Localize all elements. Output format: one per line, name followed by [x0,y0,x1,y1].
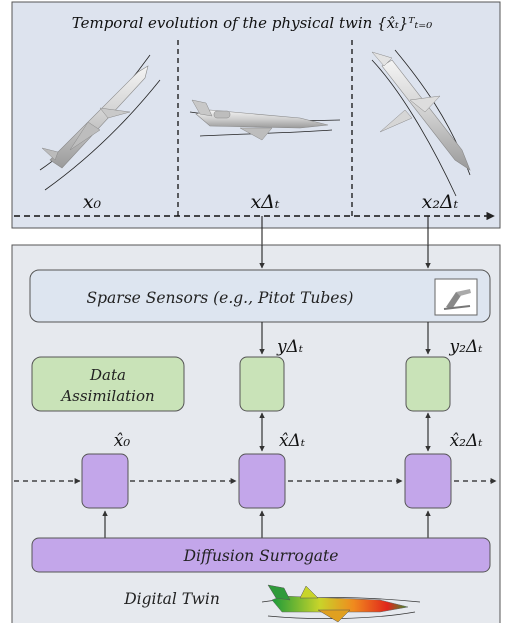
frame-1-label: xΔₜ [250,191,279,213]
aircraft-frame-1-icon [189,99,341,141]
physical-twin-title: Temporal evolution of the physical twin … [72,14,432,32]
data-assimilation-label-line1: Data [89,366,126,384]
diffusion-surrogate-box [31,537,491,573]
state-box-2 [404,453,452,509]
state-box-1 [238,453,286,509]
aircraft-frame-2-icon [371,49,471,197]
digital-twin-label: Digital Twin [123,590,220,608]
observation-box-2 [405,356,451,412]
frame-2-label: x₂Δₜ [422,191,459,213]
observation-label-2: y₂Δₜ [449,337,484,357]
estimate-label-0: x̂₀ [114,431,131,451]
sparse-sensors-label: Sparse Sensors (e.g., Pitot Tubes) [87,289,354,307]
aircraft-frame-0-icon [39,54,161,191]
observation-box-1 [239,356,285,412]
sparse-sensors-box [29,269,491,323]
estimate-label-2: x̂₂Δₜ [450,431,484,451]
estimate-label-1: x̂Δₜ [279,431,306,451]
frame-0-label: x₀ [83,191,102,213]
state-box-0 [81,453,129,509]
digital-twin-panel [11,244,501,623]
digital-twin-aircraft-icon [261,584,421,623]
diffusion-surrogate-label: Diffusion Surrogate [183,547,339,565]
pitot-tube-icon [434,278,478,316]
data-assimilation-label-line2: Assimilation [59,387,154,405]
observation-label-1: yΔₜ [276,337,304,357]
data-assimilation-box [31,356,185,412]
